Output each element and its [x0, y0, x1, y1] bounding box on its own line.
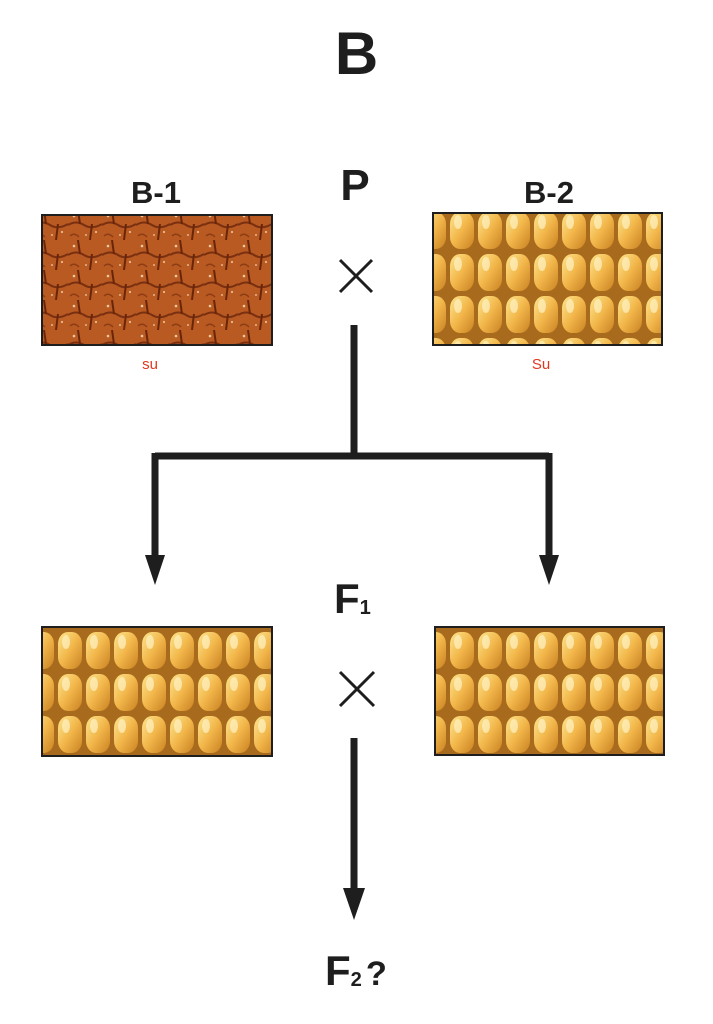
parent-b1-genotype: su	[142, 356, 158, 373]
f1-cross-symbol	[338, 670, 376, 708]
parent-b2-genotype: Su	[531, 356, 551, 373]
parent-b1-kernel-image	[41, 214, 273, 346]
f2-generation-label: F2?	[325, 947, 387, 994]
arrow-to-f2-head	[343, 888, 365, 920]
f1-right-kernel-image	[434, 626, 665, 756]
panel-title: B	[334, 20, 379, 87]
parent-b2-label: B-2	[524, 175, 574, 210]
cross-to-f1-lines	[151, 325, 553, 565]
parental-cross-symbol	[338, 258, 374, 294]
f1-left-kernel-image	[41, 626, 273, 757]
parent-b2-kernel-image	[432, 212, 663, 346]
f1-generation-label: F1	[334, 575, 371, 622]
arrow-to-f1-right	[539, 555, 559, 585]
arrow-to-f1-left	[145, 555, 165, 585]
parental-generation-label: P	[340, 161, 370, 210]
parent-b1-label: B-1	[131, 175, 181, 210]
